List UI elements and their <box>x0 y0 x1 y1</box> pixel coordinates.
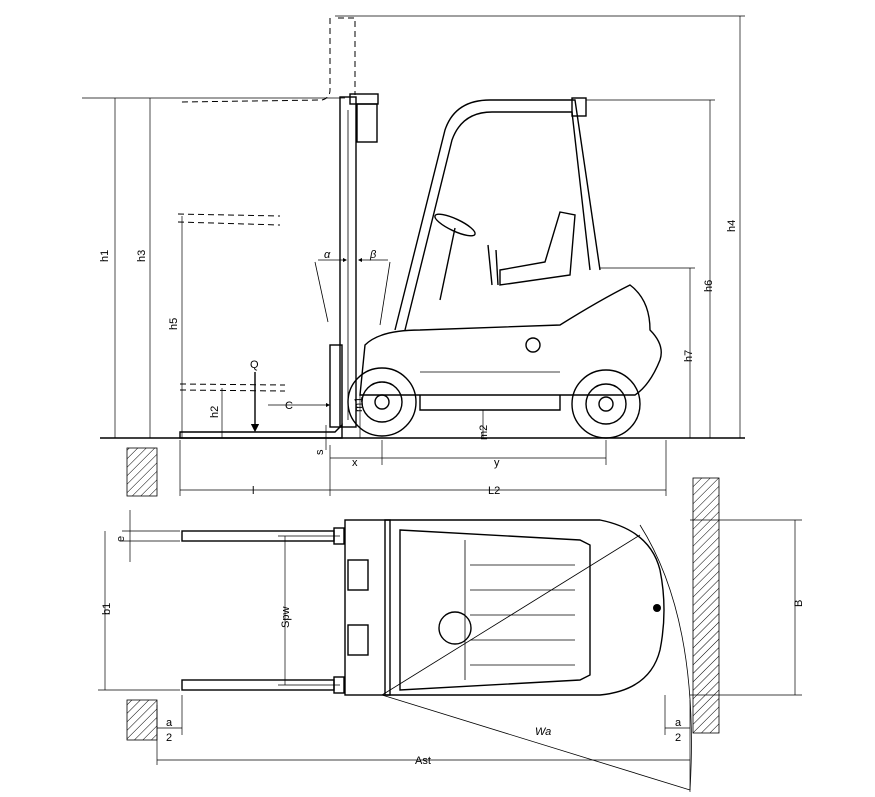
guard-rear-top <box>571 97 587 117</box>
rear-wheel <box>571 369 641 439</box>
label-b1: b1 <box>101 603 113 615</box>
rear-tire <box>571 369 641 439</box>
mast <box>339 96 357 428</box>
seat <box>499 211 576 286</box>
steering-column <box>439 227 456 301</box>
mast-cylinder-bottom <box>347 624 369 656</box>
label-s: s <box>314 449 326 455</box>
lifted-fork-h2 <box>179 383 286 392</box>
label-x: x <box>352 457 358 469</box>
overhead-guard-inner <box>404 111 591 331</box>
label-h3: h3 <box>136 250 148 262</box>
label-y: y <box>494 457 500 469</box>
label-h6: h6 <box>703 280 715 292</box>
mast-top-view <box>344 519 391 696</box>
mast-top-head <box>349 93 379 105</box>
lift-cylinder-top <box>356 103 378 143</box>
tilt-forward-line <box>314 261 329 323</box>
overhead-guard-top <box>399 529 591 691</box>
body-badge <box>525 337 541 353</box>
label-m2: m2 <box>478 425 490 440</box>
chassis-bottom <box>419 395 561 411</box>
front-rim <box>361 381 403 423</box>
label-Wa: Wa <box>535 726 551 738</box>
label-C: C <box>285 400 293 412</box>
wall-hatch-side <box>126 447 158 497</box>
label-a2-right-den: 2 <box>675 732 681 744</box>
label-e: e <box>115 536 127 542</box>
label-m1: m1 <box>353 397 365 412</box>
rear-hub <box>598 396 614 412</box>
wall-hatch-right <box>692 477 720 734</box>
rear-light-dot <box>653 604 661 612</box>
label-h7: h7 <box>683 350 695 362</box>
extended-mast-outline <box>179 18 331 103</box>
radius-line-Wa <box>381 694 691 791</box>
front-wheel <box>347 367 417 437</box>
control-lever-1 <box>487 244 493 286</box>
front-tire <box>347 367 417 437</box>
truck-body-top <box>384 519 665 696</box>
top-view: Wa e b1 Spw B a 2 a 2 Ast <box>98 477 805 792</box>
label-Q: Q <box>250 359 259 371</box>
label-h2: h2 <box>209 406 221 418</box>
rear-rim <box>585 383 627 425</box>
truck-body <box>359 284 662 396</box>
steering-wheel <box>434 213 476 237</box>
label-l: l <box>252 485 254 497</box>
side-view: Q C h1 h3 h5 h2 h4 h6 h7 m1 m2 s <box>82 15 745 497</box>
mast-cylinder-top <box>347 559 369 591</box>
fork <box>179 423 343 439</box>
label-a2-left-num: a <box>166 717 173 729</box>
radius-line-1 <box>381 534 641 696</box>
label-h1: h1 <box>99 250 111 262</box>
label-B: B <box>793 600 805 607</box>
label-Spw: Spw <box>280 607 292 628</box>
control-lever-2 <box>495 249 499 286</box>
label-beta: β <box>369 249 377 261</box>
steering-wheel-top <box>438 611 472 645</box>
wall-hatch-left <box>126 699 158 741</box>
overhead-guard <box>394 99 601 331</box>
front-hub <box>374 394 390 410</box>
label-Ast: Ast <box>415 755 431 767</box>
lifted-fork-h5 <box>177 213 281 226</box>
label-h4: h4 <box>726 220 738 232</box>
label-a2-right-num: a <box>675 717 682 729</box>
turning-arc <box>639 524 692 791</box>
fork-carriage <box>329 344 343 428</box>
label-L2: L2 <box>488 485 500 497</box>
label-h5: h5 <box>168 318 180 330</box>
extended-mast-top <box>338 17 356 95</box>
label-a2-left-den: 2 <box>166 732 172 744</box>
label-alpha: α <box>324 249 331 261</box>
tilt-back-line <box>379 261 391 326</box>
